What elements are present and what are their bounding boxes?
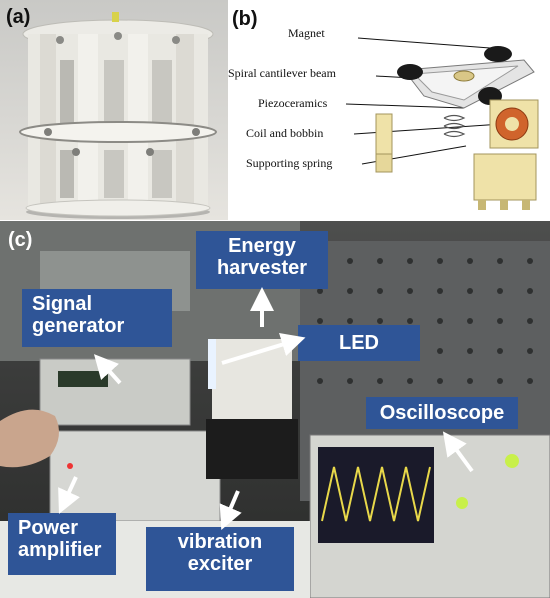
experimental-setup-photo: (c) xyxy=(0,221,550,598)
label-piezoceramics: Piezoceramics xyxy=(258,96,328,110)
label-magnet: Magnet xyxy=(288,26,325,40)
label-coil-and-bobbin: Coil and bobbin xyxy=(246,126,324,140)
callout-signal-line1: Signal xyxy=(32,293,93,315)
panel-a-label: (a) xyxy=(6,6,31,28)
label-spiral-cantilever-beam: Spiral cantilever beam xyxy=(228,66,336,80)
callout-power-line1: Power xyxy=(18,517,79,539)
panel-b-label: (b) xyxy=(232,8,258,30)
callout-energy-line2: harvester xyxy=(216,257,308,279)
callout-power-amplifier: Power amplifier xyxy=(8,513,116,575)
callout-energy-harvester: Energy harvester xyxy=(196,231,328,289)
callout-vibration-line2: exciter xyxy=(187,553,253,575)
callout-power-line2: amplifier xyxy=(18,539,102,561)
diagram-drawing xyxy=(345,37,539,210)
callout-vibration-exciter: vibration exciter xyxy=(146,527,294,591)
callout-led: LED xyxy=(298,325,420,361)
callout-oscilloscope: Oscilloscope xyxy=(366,397,518,429)
photo-energy-harvester-device: (a) xyxy=(0,0,228,220)
harvester-device-image xyxy=(19,12,217,219)
panel-c-label: (c) xyxy=(8,229,33,251)
callout-signal-generator: Signal generator xyxy=(22,289,172,347)
label-supporting-spring: Supporting spring xyxy=(246,156,333,170)
exploded-structure-diagram: (b) Magnet Spiral cantilever beam Piezoc… xyxy=(228,0,550,220)
callout-vibration-line1: vibration xyxy=(177,531,263,553)
callout-signal-line2: generator xyxy=(32,315,125,337)
callout-energy-line1: Energy xyxy=(228,235,296,257)
